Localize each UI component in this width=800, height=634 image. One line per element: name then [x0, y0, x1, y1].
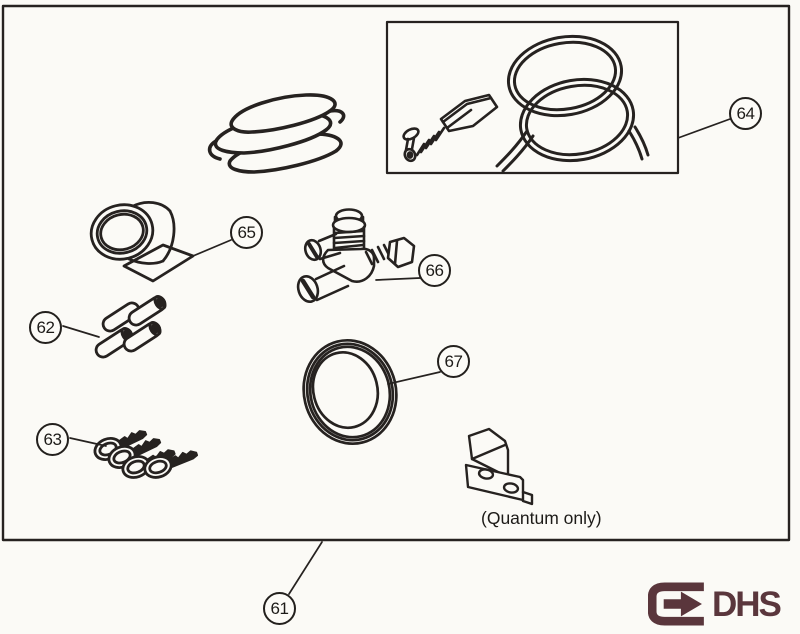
logo-text: DHS [712, 584, 782, 624]
leader-61 [288, 541, 323, 595]
leader-64 [677, 118, 731, 139]
callout-67: 67 [437, 345, 470, 378]
tape-roll-illustration [89, 200, 195, 283]
leader-66 [375, 277, 421, 281]
service-valve-illustration [296, 208, 416, 304]
tubing-coil-illustration [495, 34, 650, 173]
callout-62: 62 [29, 311, 62, 344]
trim-ring-illustration [302, 338, 398, 446]
spacer-tubes-illustration [94, 295, 167, 359]
dhs-logo: DHS [648, 582, 782, 626]
callout-61: 61 [263, 592, 296, 625]
callout-63: 63 [36, 423, 69, 456]
strap-illustration [207, 93, 346, 174]
hose-kit-box [385, 20, 680, 175]
diagram-frame [1, 4, 791, 542]
hex-fitting-illustration [402, 93, 499, 163]
quantum-only-note: (Quantum only) [481, 508, 602, 528]
leader-lines [62, 118, 731, 595]
callout-66: 66 [418, 254, 451, 287]
leader-65 [192, 239, 232, 257]
leader-67 [387, 371, 441, 385]
leader-62 [62, 325, 100, 338]
keys-illustration [93, 430, 199, 479]
arrow-badge-icon [648, 582, 704, 626]
quantum-bracket-illustration [464, 427, 534, 506]
callout-64: 64 [729, 97, 762, 130]
callout-65: 65 [230, 216, 263, 249]
leader-63 [69, 437, 107, 447]
